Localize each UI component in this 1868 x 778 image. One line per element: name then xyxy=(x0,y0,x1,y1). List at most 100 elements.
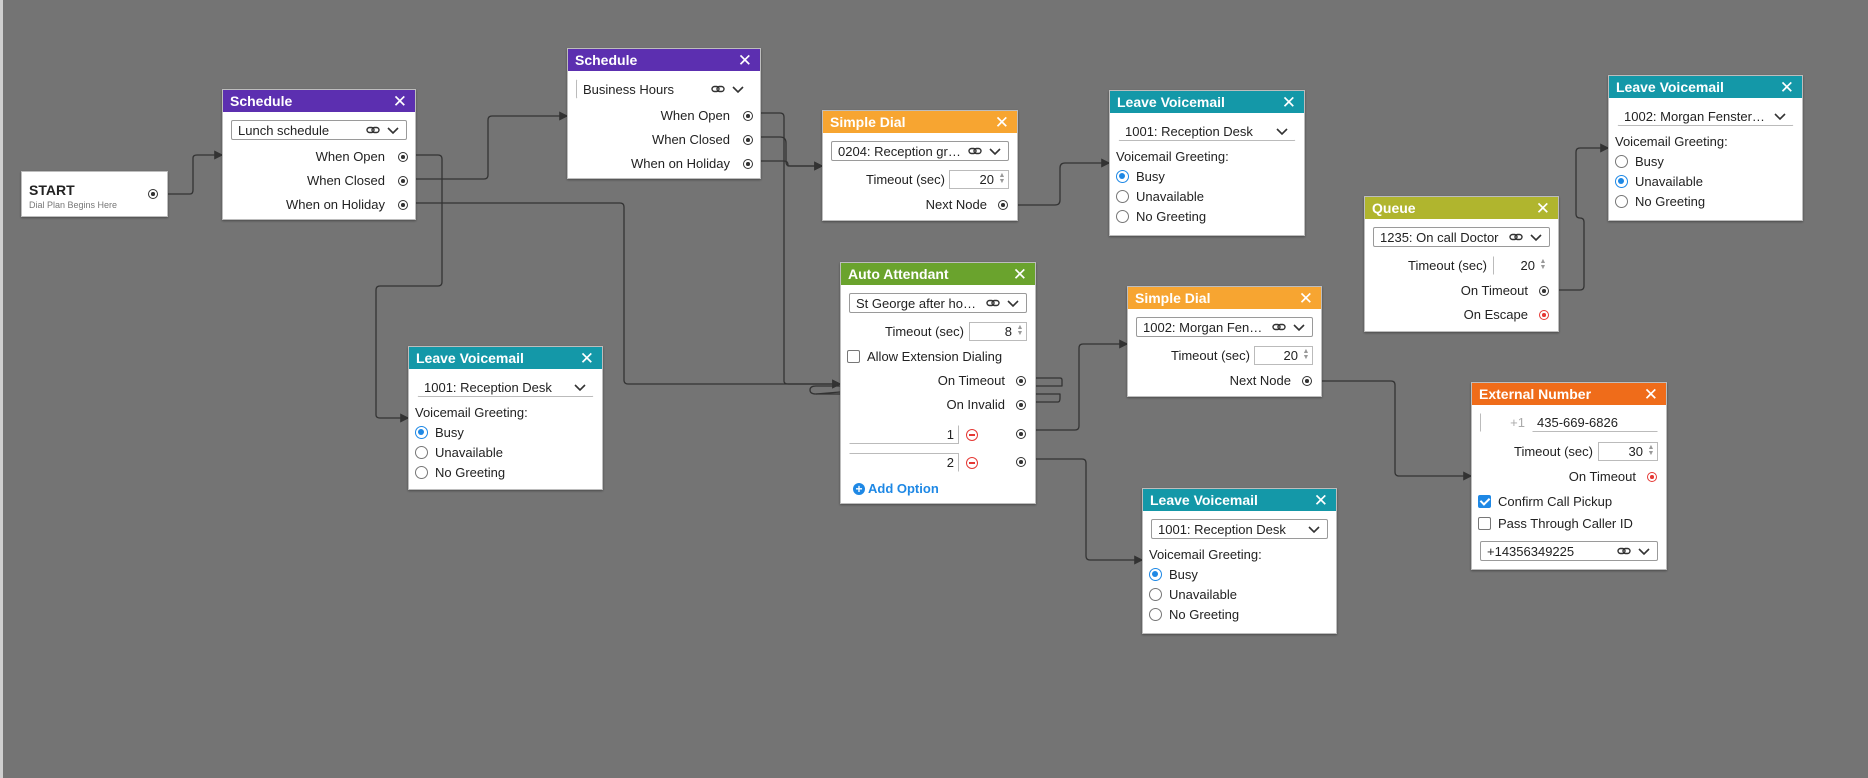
close-icon[interactable]: ✕ xyxy=(1643,384,1658,404)
radio-icon[interactable] xyxy=(1615,155,1628,168)
close-icon[interactable]: ✕ xyxy=(1012,264,1027,284)
timeout-input[interactable]: 8▲▼ xyxy=(969,322,1027,341)
greeting-option-unavailable[interactable]: Unavailable xyxy=(415,445,503,460)
phone-number-field[interactable]: 435-669-6826 xyxy=(1532,413,1658,432)
chevron-down-icon[interactable] xyxy=(1637,546,1651,556)
radio-icon[interactable] xyxy=(415,426,428,439)
link-icon[interactable] xyxy=(1272,322,1286,332)
port-when-holiday[interactable] xyxy=(398,200,408,210)
queue-header[interactable]: Queue ✕ xyxy=(1365,197,1558,219)
chevron-down-icon[interactable] xyxy=(1529,232,1543,242)
country-code-field[interactable]: +1 xyxy=(1480,413,1532,432)
on-timeout-port[interactable] xyxy=(1647,472,1657,482)
timeout-input[interactable]: 20▲▼ xyxy=(949,170,1009,189)
external-number-node[interactable]: External Number ✕ +1 435-669-6826 Timeou… xyxy=(1471,382,1667,570)
chevron-down-icon[interactable] xyxy=(1275,126,1289,136)
greeting-option-no-greeting[interactable]: No Greeting xyxy=(1149,607,1239,622)
schedule-header[interactable]: Schedule ✕ xyxy=(568,49,760,71)
link-icon[interactable] xyxy=(366,125,380,135)
simple-dial-header[interactable]: Simple Dial ✕ xyxy=(823,111,1017,133)
spinner-icon[interactable]: ▲▼ xyxy=(998,172,1006,185)
voicemail-box-select[interactable]: 1001: Reception Desk xyxy=(1151,519,1328,539)
greeting-option-no-greeting[interactable]: No Greeting xyxy=(1116,209,1206,224)
schedule-node-business[interactable]: Schedule ✕ Business Hours When Open When… xyxy=(567,48,761,179)
radio-icon[interactable] xyxy=(415,466,428,479)
voicemail-header[interactable]: Leave Voicemail ✕ xyxy=(1143,489,1336,511)
on-invalid-port[interactable] xyxy=(1016,400,1026,410)
next-node-port[interactable] xyxy=(1302,376,1312,386)
close-icon[interactable]: ✕ xyxy=(1281,92,1296,112)
minus-circle-icon[interactable] xyxy=(966,429,978,441)
close-icon[interactable]: ✕ xyxy=(1298,288,1313,308)
greeting-option-no-greeting[interactable]: No Greeting xyxy=(1615,194,1705,209)
voicemail-node-morgan[interactable]: Leave Voicemail ✕ 1002: Morgan Fensterma… xyxy=(1608,75,1803,221)
radio-icon[interactable] xyxy=(1116,190,1129,203)
close-icon[interactable]: ✕ xyxy=(392,91,407,111)
radio-icon[interactable] xyxy=(1149,608,1162,621)
external-number-header[interactable]: External Number ✕ xyxy=(1472,383,1666,405)
allow-extension-dialing[interactable]: Allow Extension Dialing xyxy=(847,349,1002,364)
close-icon[interactable]: ✕ xyxy=(1535,198,1550,218)
port-when-closed[interactable] xyxy=(398,176,408,186)
voicemail-box-select[interactable]: 1001: Reception Desk xyxy=(1118,121,1296,141)
link-icon[interactable] xyxy=(968,146,982,156)
radio-icon[interactable] xyxy=(1615,195,1628,208)
extension-select[interactable]: 0204: Reception group xyxy=(831,141,1009,161)
auto-attendant-header[interactable]: Auto Attendant ✕ xyxy=(841,263,1035,285)
start-node[interactable]: START Dial Plan Begins Here xyxy=(21,171,168,217)
port-when-holiday[interactable] xyxy=(743,159,753,169)
spinner-icon[interactable]: ▲▼ xyxy=(1539,258,1547,271)
chevron-down-icon[interactable] xyxy=(573,382,587,392)
checkbox-icon[interactable] xyxy=(847,350,860,363)
schedule-select[interactable]: Lunch schedule xyxy=(231,120,407,140)
confirm-call-pickup[interactable]: Confirm Call Pickup xyxy=(1478,494,1612,509)
radio-icon[interactable] xyxy=(1615,175,1628,188)
chevron-down-icon[interactable] xyxy=(988,146,1002,156)
chevron-down-icon[interactable] xyxy=(1773,111,1787,121)
voicemail-box-select[interactable]: 1001: Reception Desk xyxy=(417,377,594,397)
close-icon[interactable]: ✕ xyxy=(1779,77,1794,97)
link-icon[interactable] xyxy=(1509,232,1523,242)
chevron-down-icon[interactable] xyxy=(1292,322,1306,332)
chevron-down-icon[interactable] xyxy=(1307,524,1321,534)
timeout-input[interactable]: 20▲▼ xyxy=(1254,346,1313,365)
timeout-input[interactable]: 30▲▼ xyxy=(1598,442,1658,461)
voicemail-header[interactable]: Leave Voicemail ✕ xyxy=(1110,91,1304,113)
spinner-icon[interactable]: ▲▼ xyxy=(1647,444,1655,457)
port-when-open[interactable] xyxy=(398,152,408,162)
queue-select[interactable]: 1235: On call Doctor xyxy=(1373,227,1550,247)
greeting-option-unavailable[interactable]: Unavailable xyxy=(1615,174,1703,189)
checkbox-icon[interactable] xyxy=(1478,495,1491,508)
close-icon[interactable]: ✕ xyxy=(579,348,594,368)
link-icon[interactable] xyxy=(986,298,1000,308)
voicemail-header[interactable]: Leave Voicemail ✕ xyxy=(409,347,602,369)
timeout-input[interactable]: 20▲▼ xyxy=(1493,256,1550,275)
on-timeout-port[interactable] xyxy=(1016,376,1026,386)
schedule-node-lunch[interactable]: Schedule ✕ Lunch schedule When Open When… xyxy=(222,89,416,220)
voicemail-header[interactable]: Leave Voicemail ✕ xyxy=(1609,76,1802,98)
checkbox-icon[interactable] xyxy=(1478,517,1491,530)
simple-dial-header[interactable]: Simple Dial ✕ xyxy=(1128,287,1321,309)
port-when-closed[interactable] xyxy=(743,135,753,145)
simple-dial-node-morgan[interactable]: Simple Dial ✕ 1002: Morgan Fenster... Ti… xyxy=(1127,286,1322,397)
radio-icon[interactable] xyxy=(1116,210,1129,223)
greeting-option-unavailable[interactable]: Unavailable xyxy=(1149,587,1237,602)
greeting-option-no-greeting[interactable]: No Greeting xyxy=(415,465,505,480)
port-when-open[interactable] xyxy=(743,111,753,121)
on-escape-port[interactable] xyxy=(1539,310,1549,320)
chevron-down-icon[interactable] xyxy=(1006,298,1020,308)
queue-node[interactable]: Queue ✕ 1235: On call Doctor Timeout (se… xyxy=(1364,196,1559,332)
spinner-icon[interactable]: ▲▼ xyxy=(1302,348,1310,361)
greeting-option-busy[interactable]: Busy xyxy=(415,425,464,440)
minus-circle-icon[interactable] xyxy=(966,457,978,469)
pass-through-caller-id[interactable]: Pass Through Caller ID xyxy=(1478,516,1633,531)
simple-dial-node-reception[interactable]: Simple Dial ✕ 0204: Reception group Time… xyxy=(822,110,1018,221)
option-digit-input[interactable]: 1 xyxy=(849,425,959,444)
menu-select[interactable]: St George after hours ... xyxy=(849,293,1027,313)
spinner-icon[interactable]: ▲▼ xyxy=(1016,324,1024,337)
radio-icon[interactable] xyxy=(1149,568,1162,581)
close-icon[interactable]: ✕ xyxy=(994,112,1009,132)
close-icon[interactable]: ✕ xyxy=(1313,490,1328,510)
chevron-down-icon[interactable] xyxy=(386,125,400,135)
add-option-button[interactable]: +Add Option xyxy=(853,481,939,496)
